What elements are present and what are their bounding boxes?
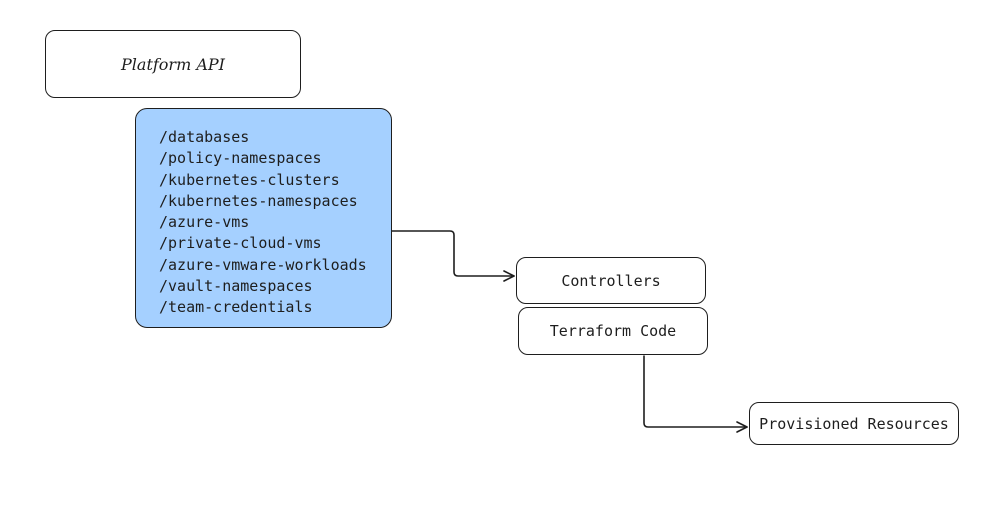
- platform-api-label: Platform API: [121, 54, 225, 74]
- endpoint-item: /databases: [159, 128, 250, 146]
- arrow-terraform-to-provisioned: [643, 355, 748, 428]
- arrow-endpoints-to-controllers: [391, 230, 515, 277]
- terraform-code-box[interactable]: Terraform Code: [518, 307, 708, 355]
- endpoint-item: /private-cloud-vms: [159, 234, 322, 253]
- controllers-label: Controllers: [561, 271, 661, 290]
- terraform-code-label: Terraform Code: [549, 322, 677, 340]
- endpoint-item: /kubernetes-clusters: [159, 170, 340, 189]
- endpoint-item: /policy-namespaces: [159, 149, 322, 168]
- endpoints-list: /databases /policy-namespaces /kubernete…: [159, 127, 391, 319]
- controllers-box[interactable]: Controllers: [516, 257, 706, 304]
- endpoint-item: /team-credentials: [159, 298, 313, 317]
- arrowhead-provisioned: [736, 421, 748, 433]
- endpoint-item: /kubernetes-namespaces: [159, 191, 358, 210]
- endpoint-item: /azure-vms: [159, 213, 250, 232]
- provisioned-resources-box[interactable]: Provisioned Resources: [749, 402, 959, 445]
- endpoint-item: /vault-namespaces: [159, 277, 313, 296]
- arrowhead-controllers: [503, 270, 515, 282]
- endpoint-item: /azure-vmware-workloads: [159, 255, 367, 274]
- endpoints-box[interactable]: /databases /policy-namespaces /kubernete…: [135, 108, 392, 328]
- platform-api-box[interactable]: Platform API: [45, 30, 301, 98]
- provisioned-resources-label: Provisioned Resources: [759, 414, 949, 433]
